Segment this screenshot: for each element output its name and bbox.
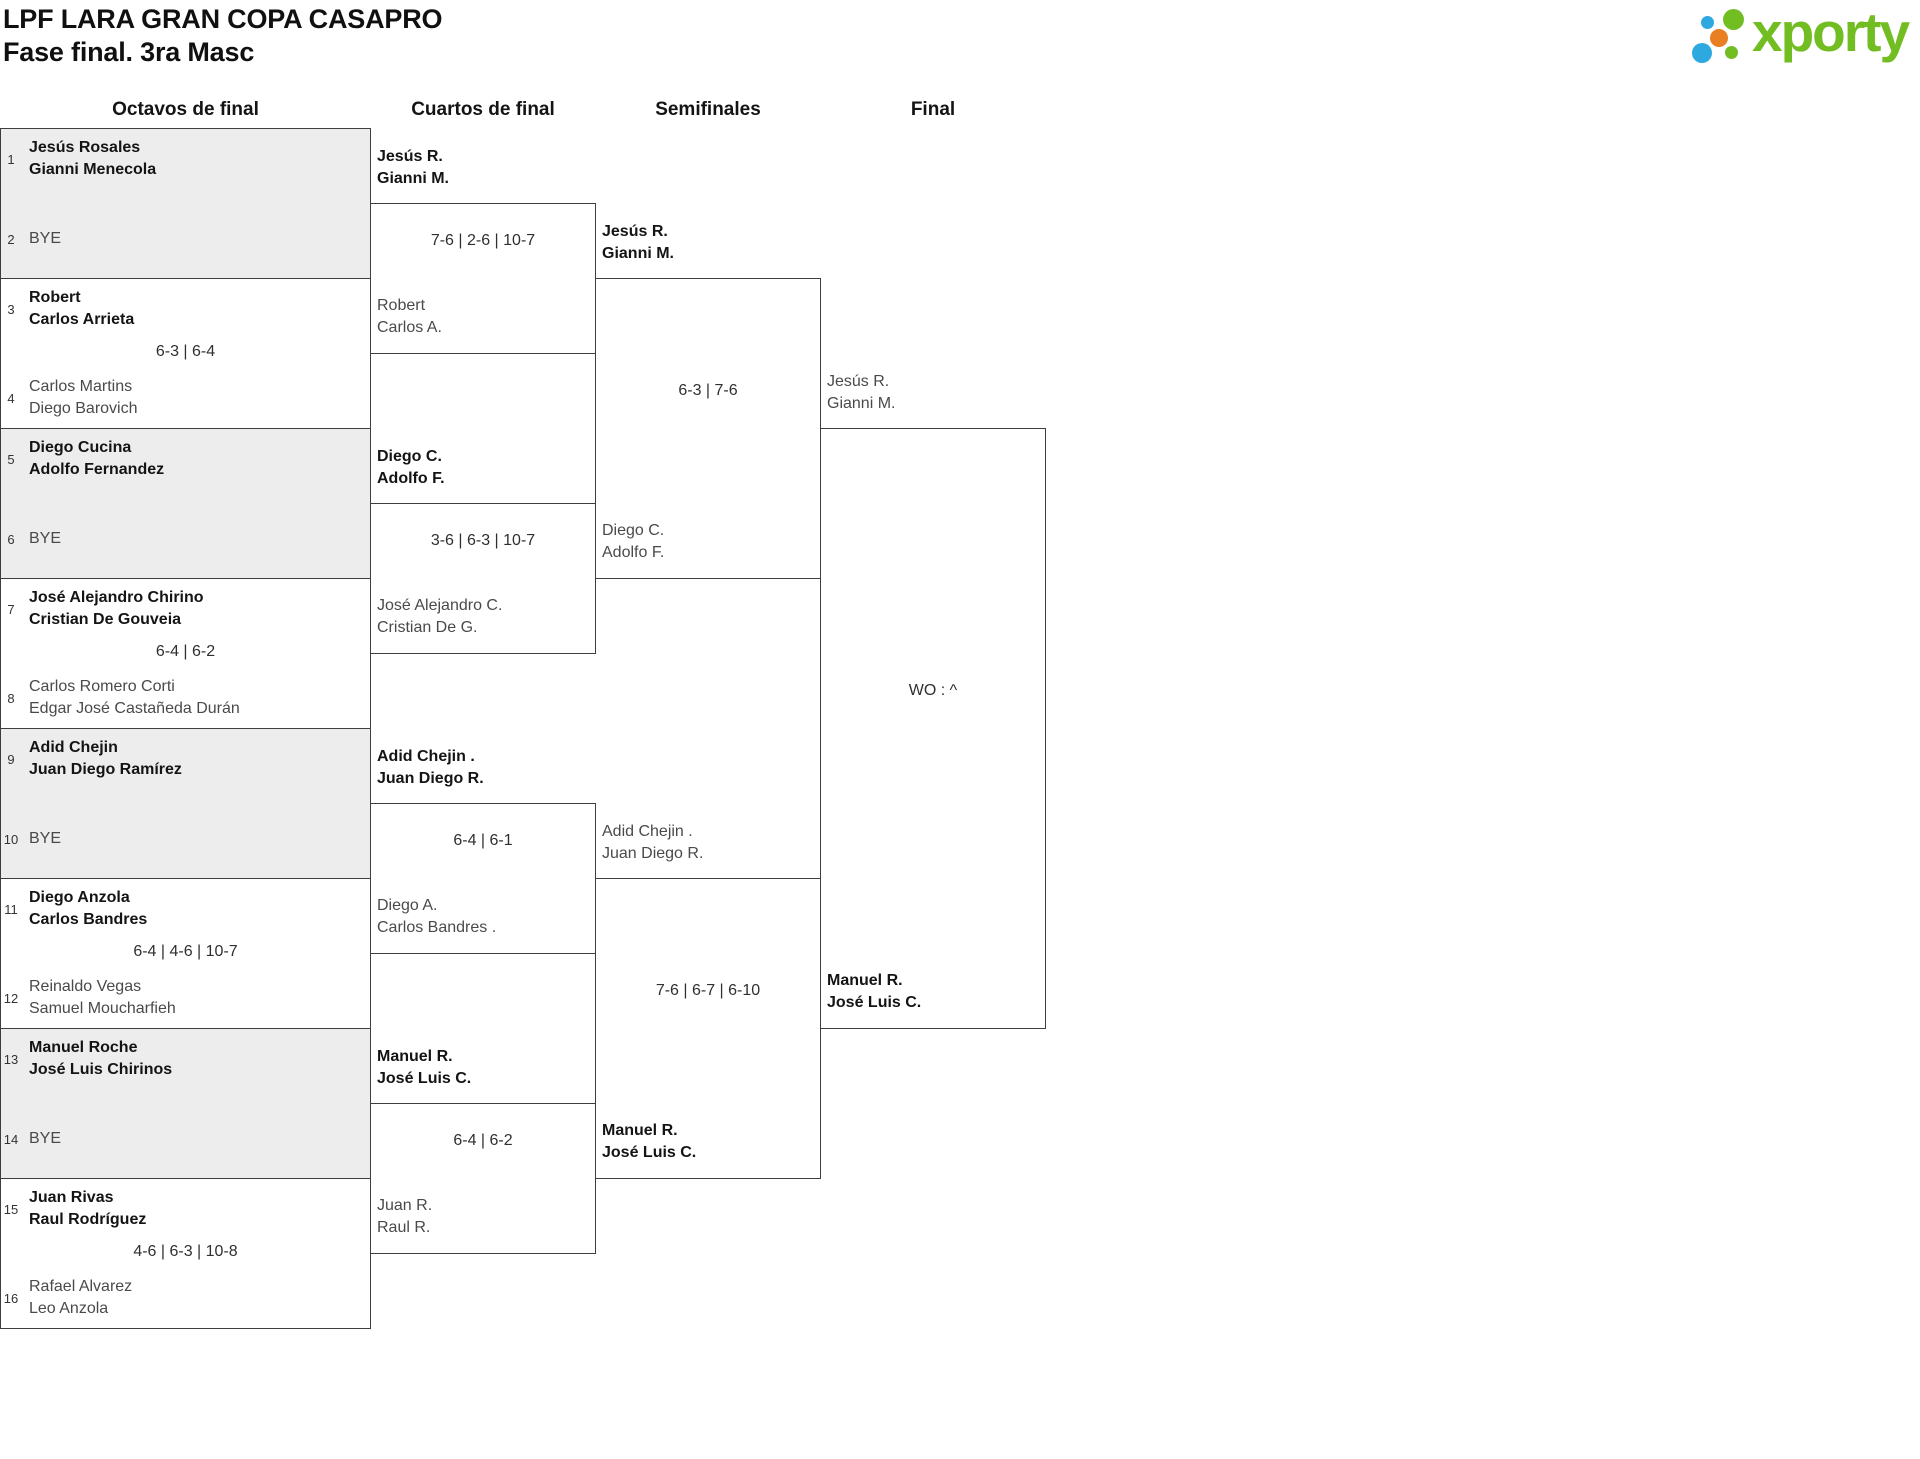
match-score: 6-4 | 6-1 (453, 831, 513, 849)
match-score: 6-4 | 6-2 (453, 1131, 513, 1149)
match-score: 4-6 | 6-3 | 10-8 (133, 1242, 238, 1260)
header: LPF LARA GRAN COPA CASAPRO Fase final. 3… (3, 3, 443, 69)
round-header-semifinales: Semifinales (655, 99, 761, 120)
seed-number: 12 (3, 990, 19, 1006)
seed-number: 6 (7, 531, 15, 547)
match-score: 6-3 | 6-4 (155, 342, 216, 360)
match-score: 6-4 | 6-2 (155, 642, 216, 660)
match-sf-2[interactable]: Adid Chejin .Juan Diego R. 7-6 | 6-7 | 6… (595, 823, 821, 1179)
participant-top: Diego C.Adolfo F. (377, 448, 445, 487)
logo-dot-green-large-icon (1723, 9, 1744, 30)
round-header-final: Final (910, 99, 956, 120)
seed-number: 13 (3, 1051, 19, 1067)
seed-number: 14 (3, 1131, 19, 1147)
participant-top: Adid Chejin .Juan Diego R. (602, 823, 704, 862)
seed-number: 11 (4, 901, 18, 917)
match-score: 7-6 | 2-6 | 10-7 (430, 231, 536, 249)
xporty-logo[interactable]: xporty (1690, 0, 1920, 85)
seed-number: 15 (3, 1201, 19, 1217)
participant-top: Jesús R.Gianni M. (602, 223, 674, 262)
seed-number: 9 (7, 751, 15, 767)
seed-number: 3 (7, 301, 15, 317)
match-score: 6-3 | 7-6 (678, 381, 738, 399)
match-qf-3[interactable]: Adid Chejin .Juan Diego R. 6-4 | 6-1 Die… (370, 748, 596, 954)
participant-bottom: José Alejandro C.Cristian De G. (377, 597, 503, 636)
seed-number: 5 (7, 451, 15, 467)
match-score: 7-6 | 6-7 | 6-10 (655, 981, 761, 999)
page-subtitle: Fase final. 3ra Masc (3, 37, 255, 67)
seed-number: 1 (7, 151, 15, 167)
logo-dot-blue-large-icon (1692, 43, 1712, 63)
participant-bottom: Manuel R.José Luis C. (602, 1122, 697, 1161)
match-qf-4[interactable]: Manuel R.José Luis C. 6-4 | 6-2 Juan R.R… (370, 1048, 596, 1254)
participant-bottom: Diego C.Adolfo F. (602, 522, 665, 561)
page-title: LPF LARA GRAN COPA CASAPRO (3, 4, 443, 34)
match-qf-1[interactable]: Jesús R.Gianni M. 7-6 | 2-6 | 10-7 Rober… (370, 148, 596, 354)
participant-bottom: Diego A.Carlos Bandres . (377, 897, 497, 936)
seed-number: 2 (7, 231, 15, 247)
participant-bottom: 6 BYE (1, 528, 370, 550)
participant-bottom: 2 BYE (1, 228, 370, 250)
participant-top: Manuel R.José Luis C. (377, 1048, 472, 1087)
match-score-walkover: WO : ^ (908, 681, 958, 699)
logo-dot-blue-small-icon (1701, 16, 1714, 29)
match-final[interactable]: Jesús R.Gianni M. WO : ^ Manuel R.José L… (820, 373, 1046, 1029)
logo-text: xporty (1752, 1, 1910, 63)
participant-bottom: Manuel R.José Luis C. (827, 972, 922, 1011)
seed-number: 7 (7, 601, 15, 617)
participant-bottom: 14 BYE (1, 1128, 370, 1150)
participant-top: Jesús R.Gianni M. (377, 148, 449, 187)
logo-dot-green-small-icon (1725, 46, 1738, 59)
seed-number: 4 (7, 390, 15, 406)
participant-bottom: 10 BYE (1, 828, 370, 850)
match-qf-2[interactable]: Diego C.Adolfo F. 3-6 | 6-3 | 10-7 José … (370, 448, 596, 654)
seed-number: 10 (3, 831, 19, 847)
round-header-cuartos: Cuartos de final (411, 99, 555, 120)
match-score: 6-4 | 4-6 | 10-7 (133, 942, 238, 960)
participant-bottom: Juan R.Raul R. (377, 1197, 433, 1236)
match-score: 3-6 | 6-3 | 10-7 (430, 531, 536, 549)
round-header-octavos: Octavos de final (112, 99, 259, 120)
logo-dot-orange-icon (1710, 29, 1728, 47)
seed-number: 8 (7, 690, 15, 706)
match-sf-1[interactable]: Jesús R.Gianni M. 6-3 | 7-6 Diego C.Adol… (595, 223, 821, 579)
participant-top: Adid Chejin .Juan Diego R. (377, 748, 484, 787)
participant-top: Jesús R.Gianni M. (827, 373, 896, 412)
seed-number: 16 (3, 1290, 19, 1306)
